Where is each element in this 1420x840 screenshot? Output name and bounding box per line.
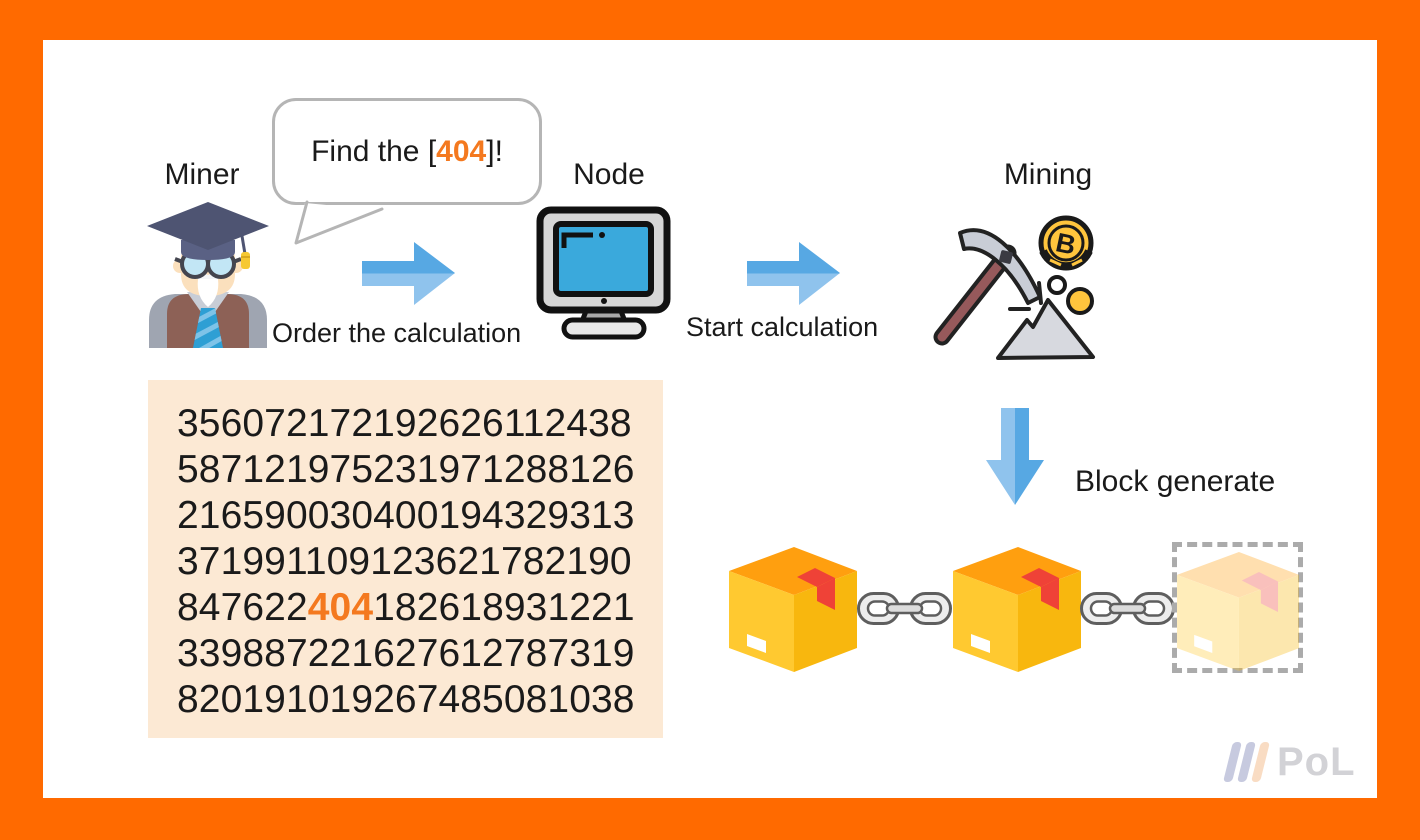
bubble-text-suffix: ]! bbox=[486, 134, 503, 168]
future-block-dashed-frame bbox=[1172, 542, 1303, 673]
block-generate-caption: Block generate bbox=[1075, 465, 1276, 498]
package-box-icon bbox=[729, 547, 857, 672]
hash-digits-row: 339887221627612787319 bbox=[177, 632, 635, 675]
bitcoin-coin-icon: B bbox=[1038, 215, 1094, 271]
start-calculation-caption: Start calculation bbox=[686, 312, 879, 342]
arrow-right-icon bbox=[362, 242, 455, 305]
hash-digits-row: 587121975231971288126 bbox=[177, 448, 635, 491]
pol-logo-text: PoL bbox=[1277, 739, 1356, 784]
bubble-text-prefix: Find the [ bbox=[311, 134, 437, 168]
arrow-right-icon bbox=[747, 242, 840, 305]
chain-link-icon bbox=[1080, 592, 1175, 625]
miner-avatar-icon bbox=[147, 202, 269, 348]
rock bbox=[996, 298, 1095, 360]
small-coin bbox=[1047, 275, 1067, 295]
chain-link-icon bbox=[857, 592, 952, 625]
hash-number-grid: 356072172192626112438 587121975231971288… bbox=[148, 380, 663, 738]
node-label: Node bbox=[573, 158, 645, 191]
hash-highlight-404: 404 bbox=[307, 586, 374, 629]
miner-label: Miner bbox=[164, 158, 240, 191]
hash-digits-row-highlighted: 847622404182618931221 bbox=[177, 586, 635, 629]
gold-coin bbox=[1066, 287, 1094, 315]
hash-digits-row: 356072172192626112438 bbox=[177, 402, 632, 445]
computer-monitor-icon bbox=[536, 206, 671, 340]
pol-logo: PoL bbox=[1223, 737, 1368, 787]
package-box-icon bbox=[953, 547, 1081, 672]
pol-logo-bars-icon bbox=[1223, 742, 1270, 782]
speech-bubble-tail bbox=[294, 200, 384, 245]
hash-digits-row: 371991109123621782190 bbox=[177, 540, 632, 583]
bubble-text-highlight: 404 bbox=[436, 134, 487, 168]
order-calculation-caption: Order the calculation bbox=[272, 318, 522, 348]
package-box-icon-faded bbox=[1177, 551, 1299, 672]
mining-label: Mining bbox=[1003, 158, 1093, 191]
hash-digits-row: 820191019267485081038 bbox=[177, 678, 635, 721]
hash-digits-row: 216590030400194329313 bbox=[177, 494, 635, 537]
arrow-down-icon bbox=[986, 408, 1044, 505]
speech-bubble: Find the [404]! bbox=[272, 98, 542, 205]
pickaxe-handle bbox=[937, 248, 1013, 342]
pickaxe-mining-icon: B bbox=[933, 215, 1095, 360]
